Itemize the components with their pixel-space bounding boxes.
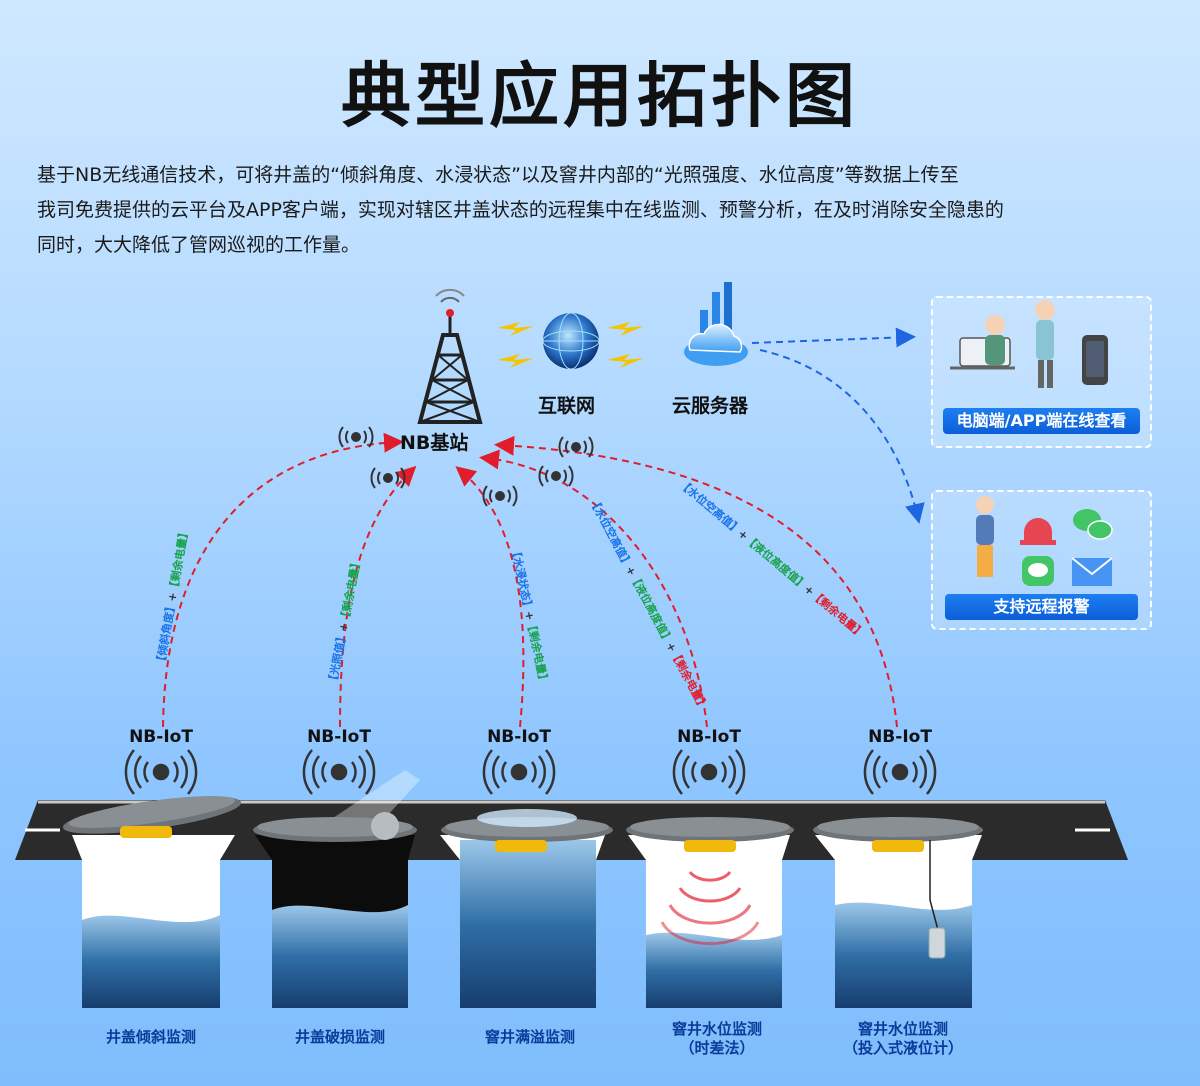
internet-label: 互联网 (538, 395, 596, 417)
nbiot-label-4: NB-IoT (677, 727, 741, 747)
base-station-label: NB基站 (400, 432, 469, 454)
tower-icon (417, 288, 483, 424)
well-4 (626, 817, 794, 1008)
globe-icon (542, 312, 600, 370)
view-panel-title[interactable]: 电脑端/APP端在线查看 (943, 408, 1140, 434)
intro-line-2: 我司免费提供的云平台及APP客户端，实现对辖区井盖状态的远程集中在线监测、预警分… (37, 199, 1004, 221)
well-label-1: 井盖倾斜监测 (105, 1028, 196, 1046)
nbiot-label-2: NB-IoT (307, 727, 371, 747)
siren-icon (1020, 518, 1056, 545)
page-title: 典型应用拓扑图 (341, 55, 859, 137)
alarm-panel: 支持远程报警 (931, 490, 1152, 630)
intro-line-1: 基于NB无线通信技术，可将井盖的“倾斜角度、水浸状态”以及窨井内部的“光照强度、… (37, 164, 959, 186)
message-icon (1022, 556, 1054, 586)
cloud-server-label: 云服务器 (672, 395, 749, 417)
alarm-panel-title[interactable]: 支持远程报警 (945, 594, 1138, 620)
intro-text: 基于NB无线通信技术，可将井盖的“倾斜角度、水浸状态”以及窨井内部的“光照强度、… (37, 158, 1162, 263)
uplink-arrows (162, 432, 898, 728)
signal-icons (338, 426, 594, 507)
device-signal-icons (124, 749, 937, 795)
intro-line-3: 同时，大大降低了管网巡视的工作量。 (37, 234, 361, 256)
nbiot-label-3: NB-IoT (487, 727, 551, 747)
well-3 (440, 809, 613, 1008)
well-label-2: 井盖破损监测 (294, 1028, 385, 1046)
cloud-server-icon (684, 282, 748, 366)
alarm-illustration (976, 496, 1113, 586)
well-1 (62, 796, 242, 1008)
user-devices-illustration (950, 300, 1108, 388)
nbiot-label-5: NB-IoT (868, 727, 932, 747)
mail-icon (1071, 557, 1113, 586)
well-label-3: 窨井满溢监测 (484, 1028, 575, 1046)
nbiot-label-1: NB-IoT (129, 727, 193, 747)
well-shafts (62, 770, 983, 1008)
well-5 (813, 817, 983, 1008)
downlink-arrows (751, 327, 925, 524)
well-label-4: 窨井水位监测（时差法） (671, 1020, 762, 1057)
well-label-5: 窨井水位监测（投入式液位计） (842, 1020, 963, 1057)
well-2 (253, 770, 420, 1008)
view-panel: 电脑端/APP端在线查看 (931, 296, 1152, 448)
lightning-icon (497, 322, 644, 368)
wechat-icon (1073, 509, 1113, 540)
